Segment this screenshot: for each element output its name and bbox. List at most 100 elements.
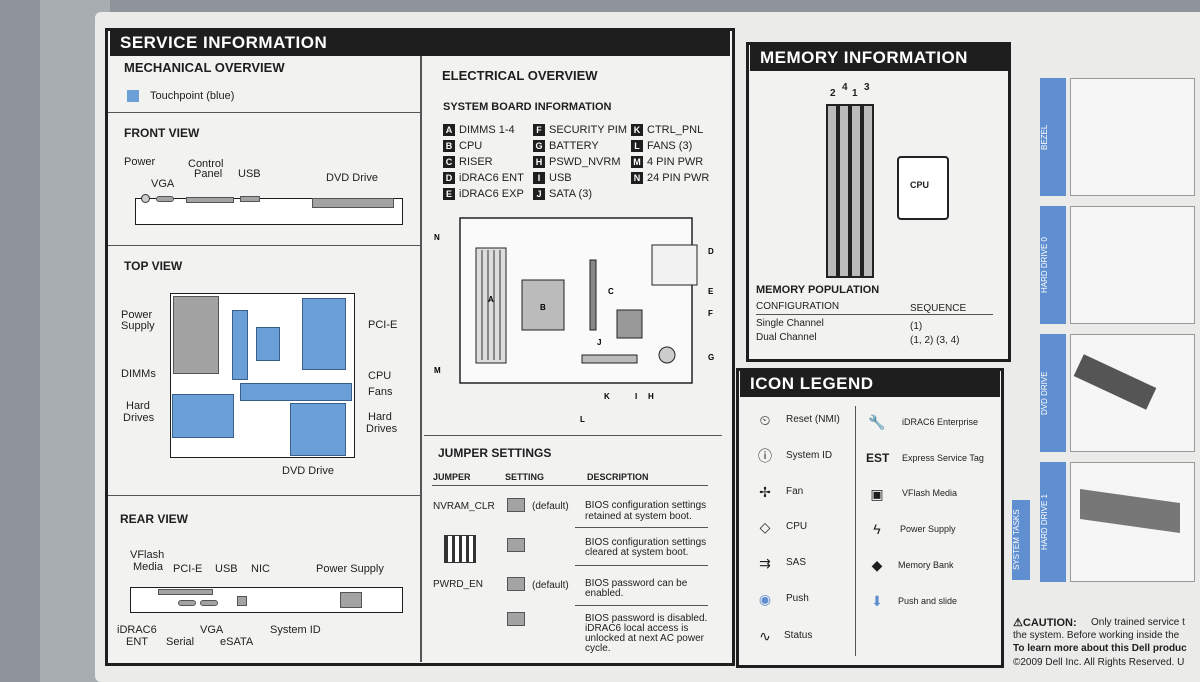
icon-status-label: Status [784, 630, 813, 641]
icon-memory-label: Memory Bank [898, 560, 954, 570]
front-control-panel [186, 197, 234, 203]
jumper-desc-2a: BIOS configuration settings [585, 537, 707, 548]
jumper-desc-1b: retained at system boot. [585, 511, 692, 522]
divider [575, 565, 708, 566]
front-vga-label: VGA [151, 178, 175, 190]
top-drives-label-left: Drives [123, 412, 155, 424]
top-dimms-label: DIMMs [121, 368, 156, 380]
cpu-socket [521, 279, 565, 331]
memory-bank-icon: ◆ [871, 557, 883, 573]
memory-title: MEMORY INFORMATION [750, 45, 1008, 71]
mechanical-overview-title: MECHANICAL OVERVIEW [124, 60, 285, 75]
top-fans [240, 383, 352, 401]
tab-hard-drive-1: HARD DRIVE 1 [1040, 462, 1066, 582]
rear-ent-label: ENT [126, 636, 148, 648]
caution-line-3: To learn more about this Dell produc [1013, 643, 1187, 654]
top-hard-drives-left [172, 394, 234, 438]
top-hard-drives-right [290, 403, 346, 456]
memory-population-title: MEMORY POPULATION [756, 284, 880, 296]
slot-label-4: 4 [842, 82, 848, 93]
rear-ps-label: Power Supply [316, 563, 384, 575]
divider [420, 56, 422, 662]
jumper-desc-2b: cleared at system boot. [585, 547, 689, 558]
idrac-board [651, 244, 698, 286]
icon-idrac-label: iDRAC6 Enterprise [902, 417, 979, 427]
system-tasks-label: SYSTEM TASKS [1012, 500, 1030, 580]
jumper-col-jumper: JUMPER [433, 472, 471, 482]
slot-label-1: 1 [852, 88, 858, 99]
est-icon: EST [866, 451, 890, 465]
jumper-setting-icon [507, 612, 525, 626]
icon-ps-label: Power Supply [900, 524, 956, 534]
tab-hard-drive-0: HARD DRIVE 0 [1040, 206, 1066, 324]
rear-power-supply [340, 592, 362, 608]
system-id-icon: ⓘ [758, 448, 772, 464]
marker-g: G [708, 353, 714, 362]
fan-icon: ✢ [759, 484, 771, 500]
memory-dual-label: Dual Channel [756, 332, 817, 343]
icon-cpu-label: CPU [786, 521, 808, 532]
marker-f: F [708, 309, 713, 318]
divider [575, 605, 708, 606]
rear-pcie-label: PCI-E [173, 563, 203, 575]
icon-push-label: Push [786, 593, 809, 604]
top-power-supply [173, 296, 219, 374]
tab-bezel: BEZEL [1040, 78, 1066, 196]
front-vga-port [156, 196, 174, 202]
memory-slot-4 [838, 104, 850, 278]
top-view-title: TOP VIEW [124, 259, 183, 273]
jumper-pwrd-label: PWRD_EN [433, 579, 484, 590]
marker-h: H [648, 392, 654, 401]
icon-push-slide-label: Push and slide [898, 596, 958, 606]
push-and-slide-icon: ⬇ [871, 593, 883, 609]
divider [756, 314, 993, 315]
wrench-icon: 🔧 [868, 414, 886, 430]
marker-l: L [580, 415, 585, 424]
jumper-setting-icon [507, 538, 525, 552]
rear-vga-port [200, 600, 218, 606]
sata-ports [581, 354, 638, 364]
front-view-title: FRONT VIEW [124, 126, 200, 140]
front-usb-ports [240, 196, 260, 202]
caution-title: ⚠CAUTION: [1013, 617, 1077, 629]
divider [108, 112, 420, 113]
memory-single-seq: (1) [910, 321, 923, 332]
icon-sysid-label: System ID [786, 450, 833, 461]
front-dvd-label: DVD Drive [326, 172, 378, 184]
status-icon: ∿ [759, 628, 771, 644]
marker-n: N [434, 233, 440, 242]
jumper-block-icon [444, 535, 476, 563]
top-pcie [302, 298, 346, 370]
vflash-icon: ▣ [870, 486, 884, 502]
power-button-icon [141, 194, 150, 203]
rear-nic-label: NIC [251, 563, 270, 575]
memory-slot-1 [850, 104, 862, 278]
sas-icon: ⇉ [759, 555, 771, 571]
rear-idrac-label: iDRAC6 [117, 624, 157, 636]
rear-sysid-label: System ID [270, 624, 321, 636]
copyright: ©2009 Dell Inc. All Rights Reserved. U [1013, 657, 1185, 668]
divider [108, 245, 420, 246]
rear-serial-port [178, 600, 196, 606]
power-supply-icon: ϟ [873, 521, 881, 537]
dimm-slots [475, 247, 507, 364]
divider [108, 495, 420, 496]
top-dvd-label: DVD Drive [282, 465, 334, 477]
front-dvd-drive [312, 198, 394, 208]
rear-usb-label: USB [215, 563, 238, 575]
jumper-desc-3b: enabled. [585, 588, 624, 599]
memory-slot-3 [862, 104, 874, 278]
jumper-desc-4c: unlocked at next AC power [585, 633, 704, 644]
icon-vflash-label: VFlash Media [902, 488, 958, 498]
jumper-title: JUMPER SETTINGS [438, 446, 552, 460]
push-icon: ◉ [758, 591, 772, 607]
